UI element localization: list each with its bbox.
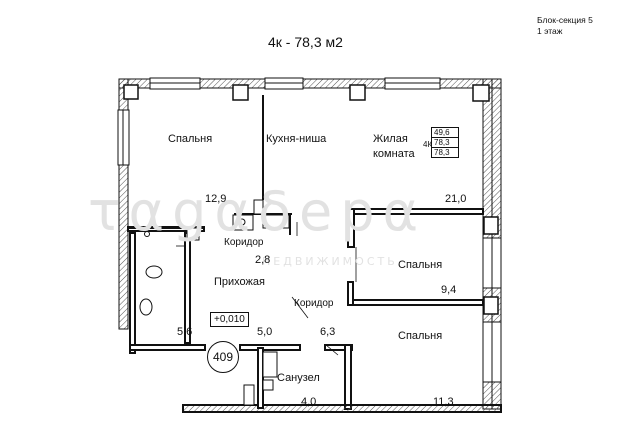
apartment-number: 409 [207,341,239,373]
doors [176,222,357,356]
table-total-area-2: 78,3 [431,147,459,158]
windows-right [482,237,502,383]
interior-walls [127,95,502,413]
room-label-living-2: комната [373,148,415,160]
windows-top [149,77,441,90]
floor-label: 1 этаж [537,26,563,36]
plan-title: 4к - 78,3 м2 [268,34,343,50]
room-label-corridor2: Коридор [294,298,334,309]
room-label-hall: Прихожая [214,276,265,288]
area-corridor2: 6,3 [320,326,336,338]
area-bedroom1: 12,9 [205,193,227,205]
level-mark: +0,010 [210,312,249,327]
wc-fixtures [139,231,163,316]
area-bath: 4,0 [301,396,317,408]
area-living: 21,0 [445,193,467,205]
bath-fixtures [243,351,278,406]
area-bedroom2: 9,4 [441,284,457,296]
area-hall: 5,0 [257,326,273,338]
window-left [117,109,130,166]
area-wc: 5,6 [177,326,193,338]
room-label-corridor1: Коридор [224,237,264,248]
room-label-bedroom2: Спальня [398,259,443,271]
room-label-living-1: Жилая [373,133,408,145]
room-label-bedroom1: Спальня [168,133,213,145]
pillars [123,84,499,315]
watermark-logo: ταgαδepα [88,180,427,243]
kitchen-fixtures [186,199,290,241]
room-label-bedroom3: Спальня [398,330,443,342]
area-corridor1: 2,8 [255,254,271,266]
room-label-bath: Санузел [277,372,320,384]
area-bedroom3: 11,3 [433,396,454,408]
watermark-subtitle: НЕДВИЖИМОСТЬ [262,255,398,268]
block-section-label: Блок-секция 5 [537,15,593,25]
room-label-kitchen: Кухня-ниша [266,133,327,145]
